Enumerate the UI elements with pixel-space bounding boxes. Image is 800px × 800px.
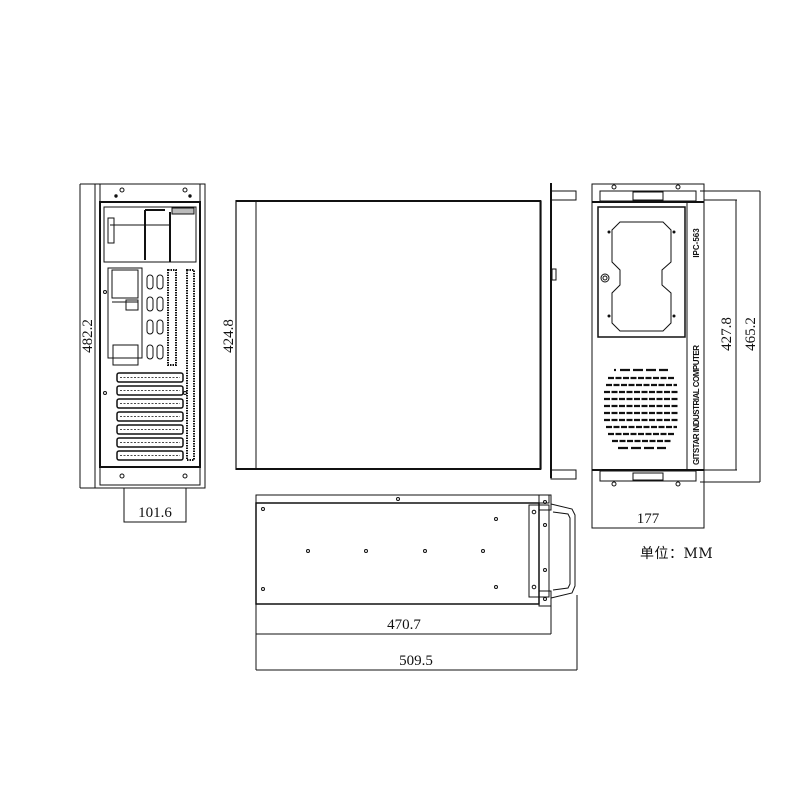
side-view bbox=[235, 183, 577, 480]
panel-brand-text: GITSTAR INDUSTRIAL COMPUTER bbox=[692, 345, 701, 465]
side-height-dimension: 424.8 bbox=[221, 319, 237, 353]
top-view bbox=[255, 494, 578, 671]
front-outer-height-dimension: 465.2 bbox=[743, 317, 759, 351]
unit-label: 单位：MM bbox=[640, 546, 714, 562]
front-depth-dimension: 177 bbox=[637, 511, 660, 527]
model-label: IPC-563 bbox=[692, 228, 701, 258]
rear-height-dimension: 482.2 bbox=[80, 319, 96, 353]
body-length-dimension: 470.7 bbox=[387, 617, 421, 633]
total-length-dimension: 509.5 bbox=[399, 653, 433, 669]
front-inner-height-dimension: 427.8 bbox=[719, 317, 735, 351]
rear-view bbox=[79, 183, 206, 523]
front-view bbox=[591, 183, 761, 529]
rear-io-width-dimension: 101.6 bbox=[138, 505, 172, 521]
